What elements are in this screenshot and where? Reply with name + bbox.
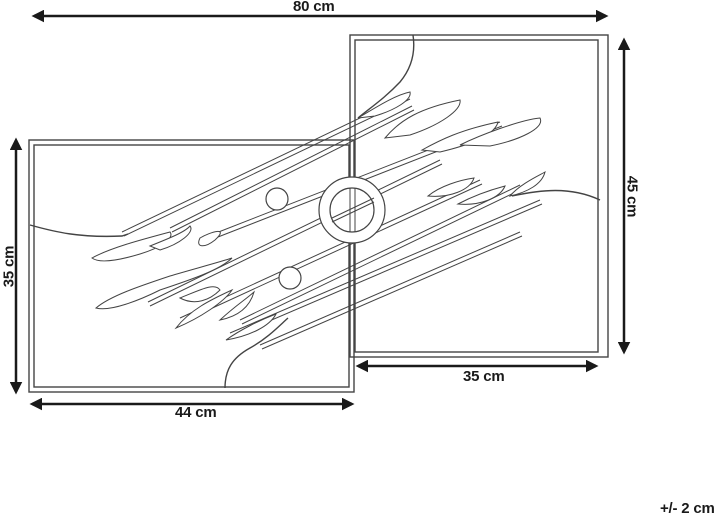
decorative-rings [265,176,386,290]
large-ring [318,176,386,244]
right-panel-width-label: 35 cm [463,368,505,385]
diagonal-rods [121,94,543,350]
left-panel [28,139,355,393]
small-ring-lower [278,266,302,290]
tolerance-note: +/- 2 cm [660,500,715,517]
total-width-label: 80 cm [293,0,335,15]
left-panel-height-label: 35 cm [0,245,18,288]
flame-shapes [91,91,546,341]
total-height-label: 45 cm [623,175,641,218]
small-ring-upper [265,187,289,211]
dimension-arrows [9,9,631,411]
left-panel-width-label: 44 cm [175,404,217,421]
